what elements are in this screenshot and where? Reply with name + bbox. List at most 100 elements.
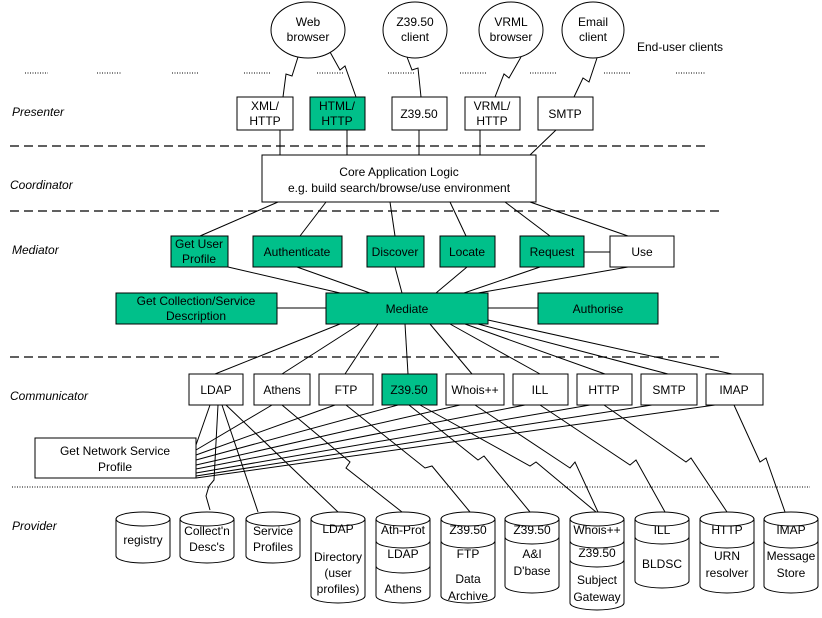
provider-urn-resolver: HTTP URN resolver	[699, 511, 755, 594]
comm-ldap: LDAP	[188, 373, 244, 406]
provider-subject-gateway: Whois++ Z39.50 Subject Gateway	[569, 511, 625, 611]
presenter-xml-line1: XML/	[251, 99, 280, 113]
layer-label-communicator: Communicator	[10, 389, 89, 403]
core-mediator-links	[199, 201, 629, 237]
client-vrml-browser: VRML browser	[478, 1, 544, 59]
client-presenter-links	[282, 51, 598, 98]
provider-whois-line1: Whois++	[573, 523, 620, 537]
presenter-smtp: SMTP	[537, 96, 594, 131]
client-web-browser: Web browser	[270, 1, 346, 59]
provider-ldap-line1: LDAP	[322, 522, 353, 536]
provider-collectn-line2: Desc's	[189, 540, 225, 554]
get-network-line1: Get Network Service	[60, 444, 170, 458]
layer-label-mediator: Mediator	[12, 243, 60, 257]
mediator-mediate: Mediate	[325, 292, 489, 325]
comm-smtp-label: SMTP	[652, 383, 685, 397]
end-user-clients-label: End-user clients	[637, 40, 723, 54]
mediator-get-collection: Get Collection/Service Description	[115, 292, 278, 325]
client-web-line2: browser	[287, 30, 330, 44]
authorise-label: Authorise	[573, 302, 624, 316]
comm-http-label: HTTP	[588, 383, 619, 397]
layer-label-presenter: Presenter	[12, 105, 65, 119]
mediator-use: Use	[609, 235, 675, 268]
authenticate-label: Authenticate	[264, 245, 331, 259]
provider-whois-line4: Gateway	[573, 590, 620, 604]
provider-archive-line1: Z39.50	[449, 523, 487, 537]
client-z3950-line1: Z39.50	[396, 15, 434, 29]
provider-ldap-directory: LDAP Directory (user profiles)	[310, 511, 366, 604]
comm-imap: IMAP	[705, 373, 764, 406]
provider-ai-line2: A&I	[522, 547, 541, 561]
services-mediate-links	[227, 266, 629, 294]
provider-athprot-line2: LDAP	[387, 547, 418, 561]
comm-ill-label: ILL	[532, 383, 549, 397]
provider-message-store: IMAP Message Store	[763, 511, 819, 594]
client-vrml-line1: VRML	[494, 15, 528, 29]
client-web-line1: Web	[296, 15, 321, 29]
provider-athens: Ath-Prot LDAP Athens	[375, 511, 431, 604]
comm-http: HTTP	[576, 373, 633, 406]
network-profile-fan-lines	[195, 404, 716, 479]
get-network-line2: Profile	[98, 460, 132, 474]
client-vrml-line2: browser	[490, 30, 533, 44]
comm-imap-label: IMAP	[719, 383, 748, 397]
use-label: Use	[631, 245, 653, 259]
layer-label-coordinator: Coordinator	[10, 178, 74, 192]
provider-athprot-line3: Athens	[384, 582, 421, 596]
presenter-vrml-line2: HTTP	[476, 114, 507, 128]
mediator-authorise: Authorise	[537, 292, 659, 325]
locate-label: Locate	[449, 245, 485, 259]
presenter-z3950: Z39.50	[391, 96, 448, 131]
provider-imap-line1: IMAP	[776, 523, 805, 537]
presenter-vrml-line1: VRML/	[474, 99, 511, 113]
presenter-vrml-http: VRML/ HTTP	[464, 96, 521, 131]
provider-imap-line2: Message	[767, 549, 816, 563]
comm-ill: ILL	[512, 373, 569, 406]
provider-archive-line4: Archive	[448, 589, 488, 603]
separator-lines	[10, 72, 810, 488]
client-z3950-line2: client	[401, 30, 430, 44]
mediator-get-user-profile: Get User Profile	[170, 235, 229, 268]
provider-ai-database: Z39.50 A&I D'base	[504, 511, 560, 594]
core-line1: Core Application Logic	[339, 165, 458, 179]
get-collection-line2: Description	[166, 309, 226, 323]
provider-service-profiles: Service Profiles	[245, 511, 301, 564]
core-application-logic: Core Application Logic e.g. build search…	[261, 154, 537, 203]
provider-service-line1: Service	[253, 524, 293, 538]
comm-smtp: SMTP	[640, 373, 698, 406]
provider-ill-line2: BLDSC	[642, 557, 682, 571]
provider-whois-line3: Subject	[577, 573, 618, 587]
provider-registry-label: registry	[123, 533, 162, 547]
get-user-profile-line2: Profile	[182, 252, 216, 266]
client-email-line1: Email	[578, 15, 608, 29]
provider-whois-line2: Z39.50	[578, 546, 616, 560]
mediate-communicator-links	[214, 319, 733, 375]
provider-ldap-line3: (user	[324, 566, 351, 580]
comm-z3950-label: Z39.50	[390, 383, 428, 397]
comm-z3950: Z39.50	[381, 373, 438, 406]
provider-ldap-line4: profiles)	[317, 582, 360, 596]
comm-whois: Whois++	[445, 373, 505, 406]
provider-service-line2: Profiles	[253, 540, 293, 554]
provider-registry: registry	[115, 511, 171, 564]
provider-imap-line3: Store	[777, 566, 806, 580]
provider-athprot-line1: Ath-Prot	[381, 523, 426, 537]
provider-collectn: Collect'n Desc's	[179, 511, 235, 564]
client-email: Email client	[561, 1, 625, 59]
comm-ldap-label: LDAP	[200, 383, 231, 397]
presenter-html-http: HTML/ HTTP	[309, 96, 366, 131]
layer-label-provider: Provider	[12, 519, 58, 533]
provider-archive-line2: FTP	[457, 547, 480, 561]
provider-bldsc: ILL BLDSC	[634, 511, 690, 589]
presenter-xml-line2: HTTP	[249, 114, 280, 128]
mediate-label: Mediate	[386, 302, 429, 316]
provider-ai-line1: Z39.50	[513, 523, 551, 537]
client-z3950: Z39.50 client	[382, 1, 448, 59]
mediator-locate: Locate	[439, 235, 496, 268]
mediator-authenticate: Authenticate	[252, 235, 343, 268]
presenter-xml-http: XML/ HTTP	[236, 96, 294, 131]
get-network-service-profile: Get Network Service Profile	[34, 437, 197, 479]
communicator-provider-links	[205, 404, 786, 513]
request-label: Request	[530, 245, 575, 259]
